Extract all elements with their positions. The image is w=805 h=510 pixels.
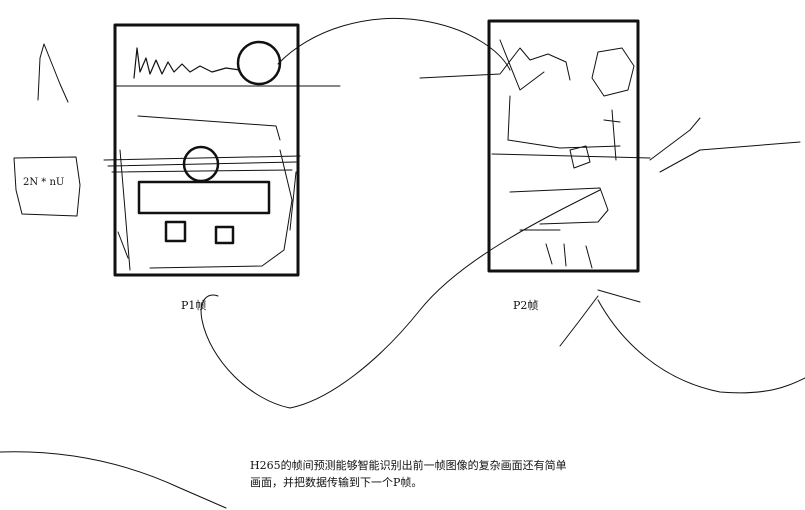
- p1-frame: [113, 23, 300, 277]
- p2-to-p1-stroke: [559, 289, 641, 347]
- p2-frame-label: P2帧: [513, 299, 539, 312]
- stray-stroke-top-left: [37, 43, 69, 103]
- caption-line-1: H265的帧间预测能够智能识别出前一帧图像的复杂画面还有简单: [250, 459, 567, 472]
- caption-line-2: 画面，并把数据传输到下一个P帧。: [250, 476, 423, 489]
- p1-circle-top: [236, 40, 282, 86]
- p1-bar: [137, 180, 271, 215]
- curve-p1-to-p2-top: [277, 18, 511, 71]
- curve-right-loop: [597, 299, 805, 394]
- p2-scribbles: [419, 39, 801, 269]
- p1-frame-label: P1帧: [181, 299, 207, 312]
- p1-square-right: [214, 225, 235, 245]
- p1-scribble-wave: [133, 47, 241, 79]
- curve-bottom-left: [0, 451, 227, 509]
- formula-label: 2N * nU: [23, 177, 65, 188]
- p1-square-left: [164, 220, 187, 243]
- p2-frame: [487, 19, 640, 273]
- p1-scribble-lines: [103, 115, 301, 271]
- caption: H265的帧间预测能够智能识别出前一帧图像的复杂画面还有简单 画面，并把数据传输…: [250, 457, 650, 491]
- formula-box: [13, 156, 81, 217]
- curve-p2-bottom-loop: [200, 189, 601, 409]
